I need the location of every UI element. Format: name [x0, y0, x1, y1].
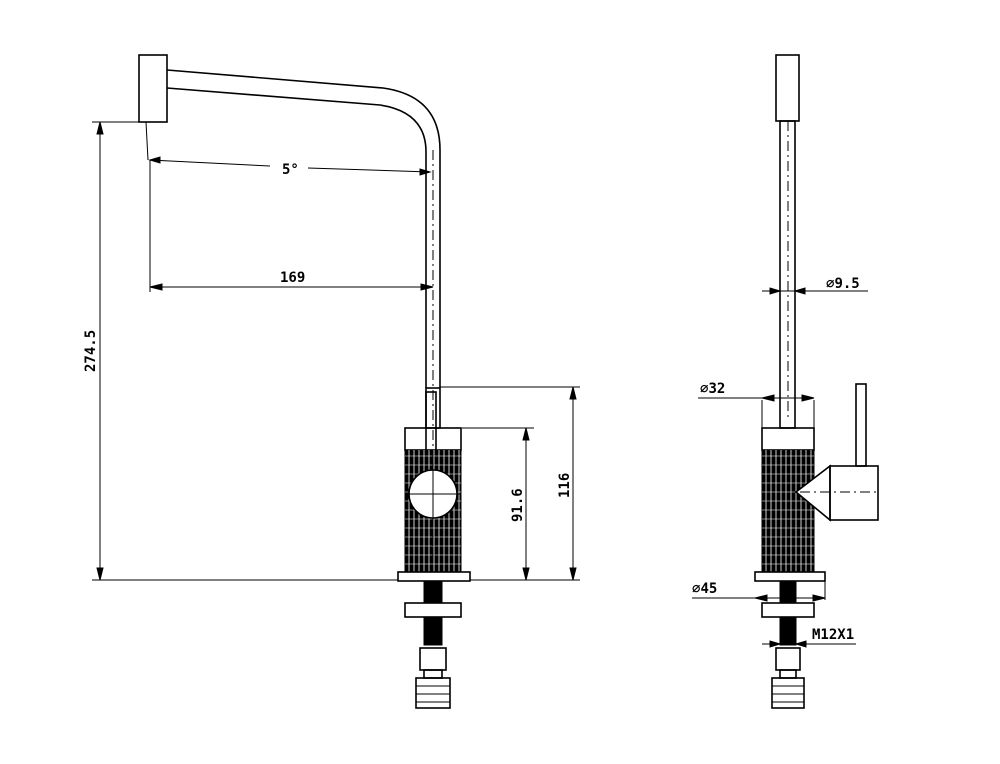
- front-view: [138, 54, 471, 709]
- base-plate: [397, 571, 471, 582]
- side-handle-body: [829, 465, 879, 521]
- thread-label: M12X1: [812, 627, 854, 643]
- side-dimensions: ∅9.5 ∅32 ∅45 M12X1: [692, 276, 868, 648]
- side-view: [754, 54, 880, 709]
- total-height-label: 274.5: [83, 330, 99, 372]
- mounting-nut: [404, 602, 462, 618]
- side-hose-connector: [771, 677, 805, 709]
- body-diameter-label: ∅32: [700, 381, 725, 397]
- spout-head: [138, 54, 168, 123]
- base-diameter-label: ∅45: [692, 581, 717, 597]
- front-dimensions: 5° 169 274.5 91.6 116: [83, 121, 580, 581]
- side-spout-head: [775, 54, 800, 122]
- side-base-plate: [754, 571, 826, 582]
- side-threaded-shank: [779, 616, 797, 646]
- body-height-label: 116: [557, 473, 573, 498]
- angle-label: 5°: [282, 162, 299, 178]
- spout-outlet-line: [145, 121, 149, 161]
- threaded-shank: [423, 616, 443, 646]
- side-handle-lever: [855, 383, 867, 467]
- handle-height-label: 91.6: [510, 488, 526, 522]
- spout-diameter-label: ∅9.5: [826, 276, 860, 292]
- hose-connector: [415, 677, 451, 709]
- spout-tube: [166, 69, 441, 388]
- reach-label: 169: [280, 270, 305, 286]
- side-body-collar: [761, 427, 815, 451]
